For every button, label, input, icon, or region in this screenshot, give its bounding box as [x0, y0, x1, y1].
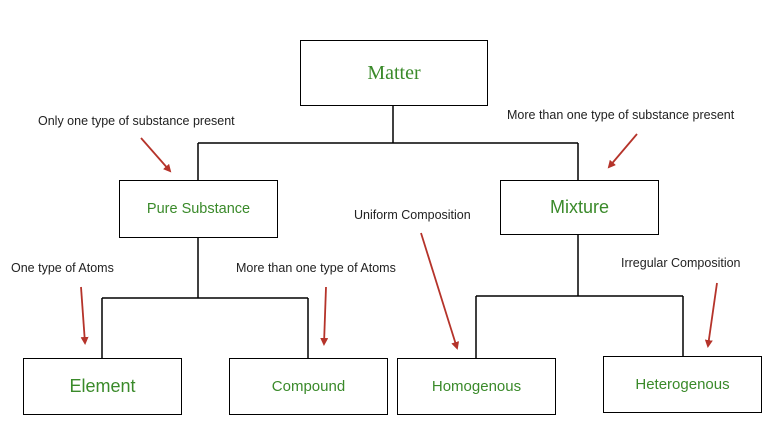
node-compound: Compound: [229, 358, 388, 415]
arrow-heterogenous: [704, 282, 718, 348]
arrow-mixture: [607, 133, 638, 169]
node-matter-label: Matter: [367, 61, 421, 84]
annotation-mixture: More than one type of substance present: [507, 108, 735, 122]
arrow-homogenous: [420, 232, 460, 350]
node-homogenous-label: Homogenous: [431, 378, 522, 395]
node-heterogenous: Heterogenous: [603, 356, 762, 413]
node-mixture-label: Mixture: [549, 197, 609, 217]
node-element: Element: [23, 358, 182, 415]
annotation-compound: More than one type of Atoms: [236, 261, 396, 275]
node-pure-substance-label: Pure Substance: [146, 201, 251, 217]
arrow-pure-substance: [140, 137, 172, 173]
annotation-homogenous: Uniform Composition: [354, 208, 471, 222]
annotation-arrows: [80, 133, 718, 350]
annotation-heterogenous: Irregular Composition: [621, 256, 741, 270]
arrow-element: [80, 286, 89, 345]
tree-connectors: [101, 106, 684, 358]
node-mixture: Mixture: [500, 180, 659, 235]
arrow-compound: [320, 286, 329, 346]
node-pure-substance: Pure Substance: [119, 180, 278, 238]
node-element-label: Element: [69, 376, 136, 396]
node-matter: Matter: [300, 40, 488, 106]
annotation-element: One type of Atoms: [11, 261, 114, 275]
node-compound-label: Compound: [271, 378, 346, 395]
node-homogenous: Homogenous: [397, 358, 556, 415]
annotation-pure-substance: Only one type of substance present: [38, 114, 235, 128]
node-heterogenous-label: Heterogenous: [635, 376, 730, 393]
